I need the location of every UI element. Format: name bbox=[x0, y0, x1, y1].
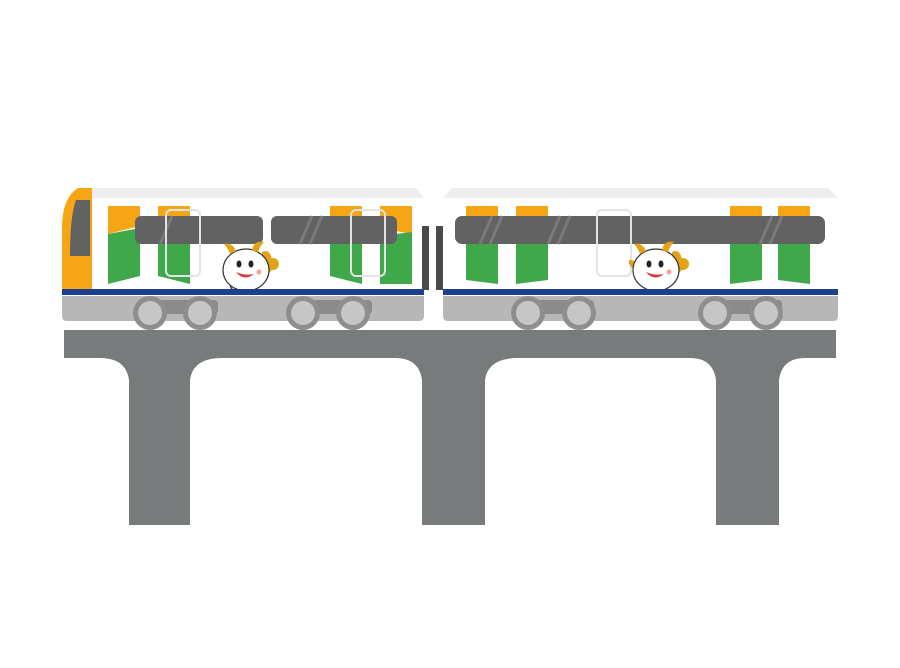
mascot-icon bbox=[222, 241, 279, 293]
mascot-icon bbox=[628, 241, 689, 292]
wheel-icon bbox=[133, 296, 167, 330]
wheel-icon bbox=[511, 296, 545, 330]
green-panel bbox=[380, 232, 412, 284]
door-outline bbox=[165, 209, 201, 277]
wheel-icon bbox=[698, 296, 732, 330]
windshield bbox=[70, 200, 90, 256]
viaduct-deck bbox=[64, 330, 836, 525]
train-car-rear bbox=[443, 188, 838, 330]
blue-stripe bbox=[443, 289, 838, 295]
wheel-icon bbox=[183, 296, 217, 330]
wheel-icon bbox=[286, 296, 320, 330]
window-band bbox=[271, 216, 397, 244]
wheel-icon bbox=[336, 296, 370, 330]
window-band bbox=[455, 216, 825, 244]
wheel-icon bbox=[562, 296, 596, 330]
car-connector bbox=[422, 226, 443, 290]
orange-accent bbox=[108, 206, 140, 234]
blue-stripe bbox=[62, 289, 424, 295]
car-front-roof bbox=[90, 188, 424, 198]
elevated-viaduct bbox=[64, 330, 836, 525]
car-rear-roof bbox=[443, 188, 838, 198]
door-outline bbox=[596, 209, 632, 277]
door-outline bbox=[350, 209, 386, 277]
wheel-icon bbox=[749, 296, 783, 330]
train-car-front bbox=[62, 188, 424, 330]
green-panel bbox=[108, 228, 140, 284]
